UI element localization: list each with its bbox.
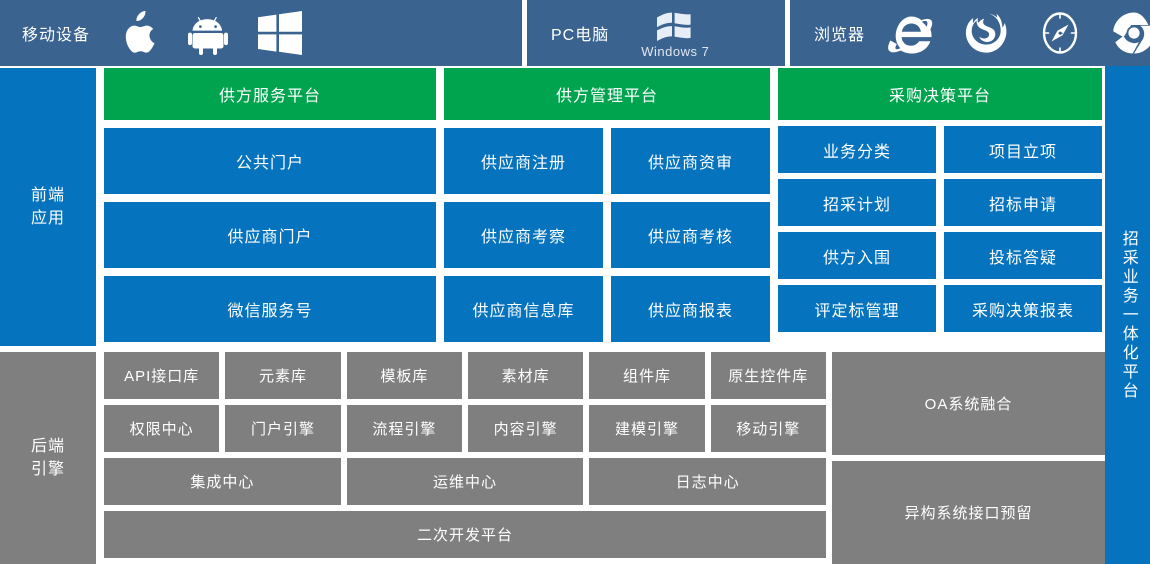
tile-row: 评定标管理 采购决策报表 [778,285,1102,332]
tile-operations-center[interactable]: 运维中心 [346,458,584,505]
platform-spine: 招采业务一体化平台 [1105,66,1150,564]
backend-section-label: 后端 引擎 [0,352,96,564]
frontend-columns: 供方服务平台 公共门户 供应商门户 微信服务号 供方管理平台 供应商注册 供应商… [104,68,1102,346]
tile-public-portal[interactable]: 公共门户 [104,128,436,194]
device-group-browser-label: 浏览器 [814,27,866,44]
windows-phone-icon [258,11,303,55]
firefox-icon [964,11,1008,55]
tile-secondary-development-platform[interactable]: 二次开发平台 [104,511,826,558]
internet-explorer-icon [888,11,934,55]
frontend-label-line1: 前端 [30,186,65,204]
device-support-bar: 移动设备 [0,0,1150,66]
tile-wechat-service-account[interactable]: 微信服务号 [104,276,436,342]
tile-heterogeneous-system-interface[interactable]: 异构系统接口预留 [832,461,1105,564]
backend-section: 后端 引擎 API接口库 元素库 模板库 素材库 组件库 原生控件库 权限中心 … [0,352,1105,564]
tile-bid-clarification[interactable]: 投标答疑 [944,232,1102,279]
tile-business-classification[interactable]: 业务分类 [778,126,936,173]
tile-supplier-portal[interactable]: 供应商门户 [104,202,436,268]
platform-header-supplier-service[interactable]: 供方服务平台 [104,68,436,120]
platform-column-supplier-management: 供方管理平台 供应商注册 供应商资审 供应商考察 供应商考核 供应商信息库 供应… [444,68,770,346]
tile-component-library[interactable]: 组件库 [589,352,705,399]
tile-supplier-assessment[interactable]: 供应商考核 [611,202,770,268]
backend-libraries-row: API接口库 元素库 模板库 素材库 组件库 原生控件库 [104,352,826,399]
tile-process-engine[interactable]: 流程引擎 [346,405,462,452]
backend-label-line1: 后端 [30,437,65,455]
tile-native-control-library[interactable]: 原生控件库 [710,352,826,399]
tile-supplier-inspection[interactable]: 供应商考察 [444,202,603,268]
device-group-pc: PC电脑 Windows 7 [527,0,785,66]
tile-mobile-engine[interactable]: 移动引擎 [710,405,826,452]
tile-supplier-report[interactable]: 供应商报表 [611,276,770,342]
device-group-mobile-label: 移动设备 [22,27,91,44]
header-divider-2 [785,0,790,66]
tile-bid-application[interactable]: 招标申请 [944,179,1102,226]
tile-row: 供方入围 投标答疑 [778,232,1102,279]
tile-element-library[interactable]: 元素库 [225,352,341,399]
tile-supplier-shortlist[interactable]: 供方入围 [778,232,936,279]
tile-integration-center[interactable]: 集成中心 [104,458,341,505]
windows7-caption: Windows 7 [641,44,710,59]
tile-procurement-plan[interactable]: 招采计划 [778,179,936,226]
tile-template-library[interactable]: 模板库 [346,352,462,399]
backend-main-grid: API接口库 元素库 模板库 素材库 组件库 原生控件库 权限中心 门户引擎 流… [104,352,827,564]
tile-row: 供应商注册 供应商资审 [444,128,770,194]
tile-row: 供应商信息库 供应商报表 [444,276,770,342]
tile-row: 业务分类 项目立项 [778,126,1102,173]
frontend-section-label: 前端 应用 [0,68,96,346]
pc-icon-row: Windows 7 [619,8,709,58]
tile-permission-center[interactable]: 权限中心 [104,405,220,452]
tile-supplier-registration[interactable]: 供应商注册 [444,128,603,194]
tile-procurement-decision-report[interactable]: 采购决策报表 [944,285,1102,332]
architecture-body: 招采业务一体化平台 前端 应用 供方服务平台 公共门户 供应商门户 微信服务号 [0,66,1150,564]
device-group-mobile: 移动设备 [0,0,522,66]
tile-api-library[interactable]: API接口库 [104,352,220,399]
chrome-icon [1112,11,1150,55]
tile-supplier-prequalification[interactable]: 供应商资审 [611,128,770,194]
backend-integration-column: OA系统融合 异构系统接口预留 [832,352,1105,564]
platform-header-procurement-decision[interactable]: 采购决策平台 [778,68,1102,120]
tile-supplier-database[interactable]: 供应商信息库 [444,276,603,342]
mobile-icon-row [100,11,303,55]
tile-content-engine[interactable]: 内容引擎 [467,405,584,452]
tile-log-center[interactable]: 日志中心 [589,458,827,505]
device-group-browser: 浏览器 [790,0,1150,66]
tile-project-initiation[interactable]: 项目立项 [944,126,1102,173]
tile-row: 招采计划 招标申请 [778,179,1102,226]
browser-icon-row [874,11,1150,55]
platform-spine-label: 招采业务一体化平台 [1119,229,1137,401]
header-divider-1 [522,0,527,66]
tile-material-library[interactable]: 素材库 [467,352,584,399]
platform-column-procurement-decision: 采购决策平台 业务分类 项目立项 招采计划 招标申请 供方入围 投标答疑 评定 [778,68,1102,346]
tile-row: 供应商考察 供应商考核 [444,202,770,268]
backend-engines-row: 权限中心 门户引擎 流程引擎 内容引擎 建模引擎 移动引擎 [104,405,826,452]
platform-column-supplier-service: 供方服务平台 公共门户 供应商门户 微信服务号 [104,68,436,346]
safari-icon [1038,11,1082,55]
tile-bid-evaluation-management[interactable]: 评定标管理 [778,285,936,332]
tile-modeling-engine[interactable]: 建模引擎 [589,405,705,452]
frontend-label-line2: 应用 [30,210,65,227]
windows7-icon: Windows 7 [641,8,709,58]
backend-label-line2: 引擎 [30,461,65,478]
frontend-section: 前端 应用 供方服务平台 公共门户 供应商门户 微信服务号 供方管理平台 供应商… [0,66,1105,348]
backend-centers-row: 集成中心 运维中心 日志中心 [104,458,827,505]
apple-icon [120,11,158,55]
android-icon [188,11,229,55]
device-group-pc-label: PC电脑 [551,27,610,44]
tile-oa-system-integration[interactable]: OA系统融合 [832,352,1105,455]
platform-header-supplier-management[interactable]: 供方管理平台 [444,68,770,120]
tile-portal-engine[interactable]: 门户引擎 [225,405,341,452]
